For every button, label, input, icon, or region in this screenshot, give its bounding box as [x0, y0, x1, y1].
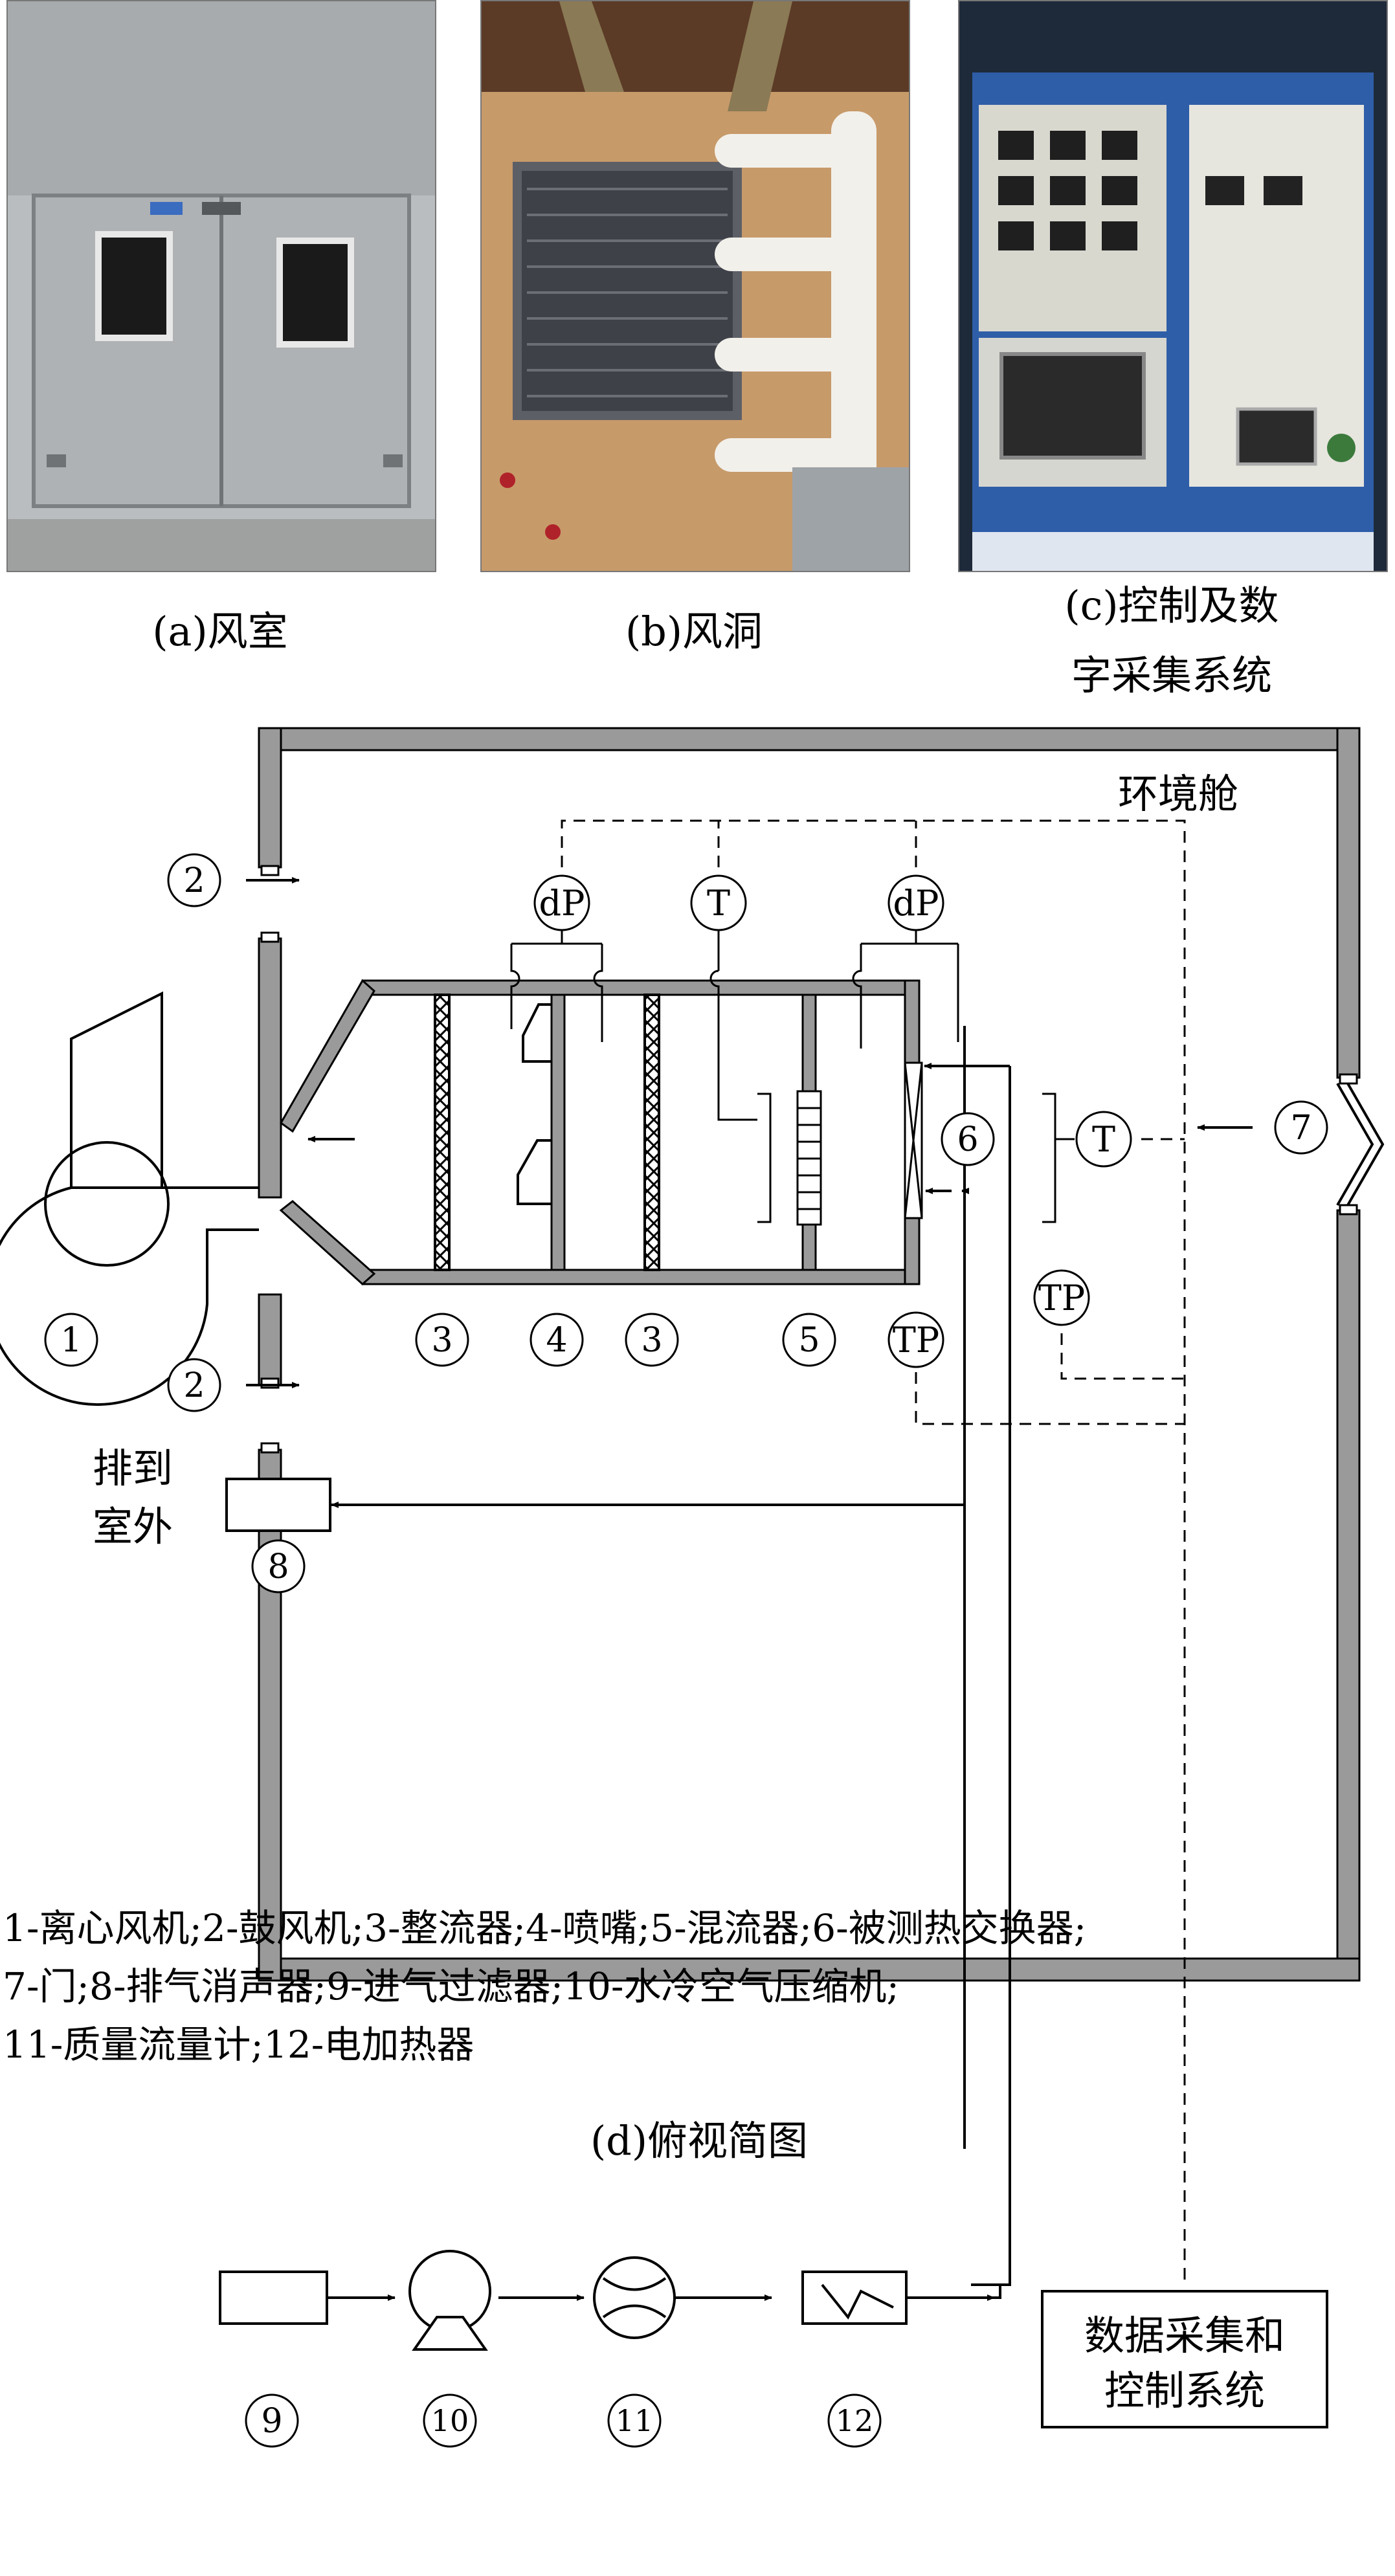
- callout-3-right: 3: [641, 1321, 662, 1360]
- legend-line-2: 7-门;8-排气消声器;9-进气过滤器;10-水冷空气压缩机;: [3, 1964, 900, 2008]
- daq-label-line1: 数据采集和: [1084, 2312, 1285, 2359]
- dp-label-left: dP: [539, 883, 585, 924]
- chamber-label: 环境舱: [1118, 770, 1238, 817]
- exhaust-muffler: [225, 1478, 331, 1532]
- callout-9: 9: [261, 2402, 282, 2441]
- electric-heater: [801, 2271, 908, 2325]
- dp-label-right: dP: [893, 883, 939, 924]
- door-symbol: [1336, 1083, 1374, 1206]
- photo-wind-chamber: [6, 0, 436, 572]
- flow-straightener-1: [434, 994, 451, 1271]
- t-label-outlet: T: [1092, 1119, 1115, 1160]
- dp-sensor-right: [887, 874, 944, 931]
- nozzle-plate: [550, 994, 566, 1271]
- photo-control-system: [958, 0, 1388, 572]
- dp-sensor-left: [533, 874, 590, 931]
- daq-label-line2: 控制系统: [1104, 2367, 1265, 2414]
- nozzle: [517, 1003, 552, 1205]
- temp-sensor-inlet: [690, 874, 747, 931]
- exhaust-label-line2: 室外: [93, 1503, 173, 1550]
- heat-exchanger: [904, 1061, 923, 1219]
- callout-2-bottom: 2: [183, 1366, 205, 1405]
- tp-label-1: TP: [893, 1320, 939, 1360]
- legend-line-3: 11-质量流量计;12-电加热器: [3, 2023, 474, 2067]
- callout-2-top: 2: [183, 861, 205, 900]
- inlet-filter: [219, 2271, 328, 2325]
- schematic-top-view: dP T dP T TP TP: [0, 727, 1385, 2448]
- legend-line-1: 1-离心风机;2-鼓风机;3-整流器;4-喷嘴;5-混流器;6-被测热交换器;: [3, 1906, 1087, 1950]
- flow-arrows: [246, 877, 1253, 1388]
- mass-flow-meter: [593, 2256, 676, 2339]
- t-label-inlet: T: [707, 883, 730, 924]
- callout-4: 4: [546, 1321, 567, 1360]
- callout-6: 6: [957, 1120, 978, 1159]
- air-piping: [932, 1026, 1011, 2286]
- caption-a: (a)风室: [152, 608, 288, 655]
- callout-10: 10: [431, 2403, 469, 2438]
- callout-7: 7: [1290, 1109, 1311, 1148]
- caption-c-line2: 字采集系统: [1071, 652, 1272, 699]
- caption-b: (b)风洞: [625, 608, 763, 655]
- flow-straightener-2: [643, 994, 660, 1271]
- callout-5: 5: [798, 1321, 820, 1360]
- centrifugal-fan: [0, 991, 259, 1406]
- callout-12: 12: [836, 2403, 874, 2438]
- tp-sensor-1: [887, 1311, 944, 1368]
- temp-sensor-outlet: [1075, 1111, 1132, 1168]
- exhaust-label-line1: 排到: [93, 1445, 173, 1492]
- callout-1: 1: [60, 1321, 82, 1360]
- pressure-taps: [510, 926, 1075, 1223]
- caption-c-line1: (c)控制及数: [1064, 582, 1279, 629]
- figure-caption: (d)俯视简图: [590, 2117, 809, 2164]
- tp-label-2: TP: [1038, 1278, 1085, 1318]
- air-compressor: [408, 2250, 491, 2351]
- callout-8: 8: [267, 1548, 289, 1586]
- wind-tunnel-duct: [279, 979, 921, 1286]
- callout-3-left: 3: [431, 1321, 452, 1360]
- environment-chamber-walls: [258, 727, 1361, 1982]
- photo-wind-tunnel: [480, 0, 910, 572]
- mixer: [796, 1090, 822, 1226]
- tp-sensor-2: [1033, 1269, 1090, 1326]
- callout-11: 11: [616, 2403, 654, 2438]
